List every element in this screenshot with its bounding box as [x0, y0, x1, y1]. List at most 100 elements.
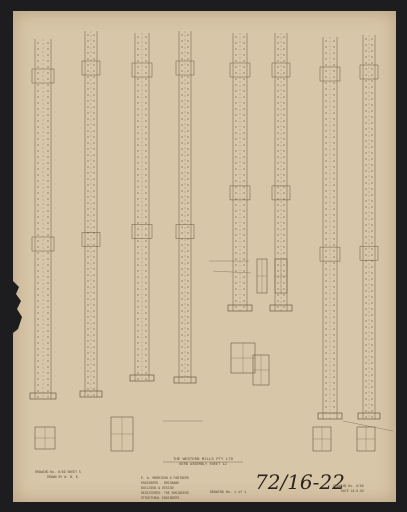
rivet	[181, 142, 183, 144]
rivet	[371, 260, 373, 262]
rivet	[333, 244, 335, 246]
rivet	[37, 84, 39, 86]
rivet	[87, 358, 89, 360]
rivet	[93, 58, 95, 60]
rivet	[137, 324, 139, 326]
rivet	[87, 388, 89, 390]
rivet	[187, 82, 189, 84]
rivet	[365, 98, 367, 100]
rivet	[145, 354, 147, 356]
rivet	[371, 404, 373, 406]
rivet	[365, 242, 367, 244]
rivet	[235, 150, 237, 152]
rivet	[87, 328, 89, 330]
rivet	[93, 76, 95, 78]
rivet	[365, 194, 367, 196]
rivet	[145, 318, 147, 320]
rivet	[145, 150, 147, 152]
rivet	[365, 260, 367, 262]
rivet	[187, 52, 189, 54]
rivet	[145, 234, 147, 236]
rivet	[37, 396, 39, 398]
rivet	[137, 378, 139, 380]
rivet	[365, 110, 367, 112]
rivet	[87, 202, 89, 204]
rivet	[283, 66, 285, 68]
rivet	[37, 168, 39, 170]
rivet	[277, 300, 279, 302]
detail-view	[312, 426, 332, 452]
rivet	[93, 322, 95, 324]
rivet	[37, 132, 39, 134]
rivet	[333, 118, 335, 120]
rivet	[145, 240, 147, 242]
rivet	[333, 106, 335, 108]
rivet	[137, 258, 139, 260]
rivet	[325, 406, 327, 408]
rivet	[47, 174, 49, 176]
rivet	[137, 84, 139, 86]
rivet	[371, 206, 373, 208]
rivet	[93, 352, 95, 354]
rivet	[137, 306, 139, 308]
rivet	[137, 132, 139, 134]
rivet	[47, 288, 49, 290]
rivet	[371, 266, 373, 268]
rivet	[93, 274, 95, 276]
rivet	[371, 356, 373, 358]
rivet	[243, 168, 245, 170]
rivet	[277, 276, 279, 278]
rivet	[87, 334, 89, 336]
rivet	[93, 310, 95, 312]
rivet	[137, 42, 139, 44]
rivet	[93, 94, 95, 96]
rivet	[325, 232, 327, 234]
rivet	[333, 226, 335, 228]
rivet	[93, 118, 95, 120]
rivet	[47, 282, 49, 284]
rivet	[235, 132, 237, 134]
rivet	[145, 120, 147, 122]
rivet	[371, 386, 373, 388]
rivet	[181, 244, 183, 246]
rivet	[243, 180, 245, 182]
rivet	[47, 216, 49, 218]
rivet	[187, 358, 189, 360]
rivet	[277, 114, 279, 116]
rivet	[333, 40, 335, 42]
rivet	[87, 346, 89, 348]
rivet	[365, 380, 367, 382]
splice-plate	[31, 68, 55, 84]
rivet	[365, 302, 367, 304]
rivet	[137, 228, 139, 230]
rivet	[283, 240, 285, 242]
rivet	[243, 288, 245, 290]
rivet	[137, 180, 139, 182]
rivet	[371, 128, 373, 130]
rivet	[365, 374, 367, 376]
drawing-number: DRAWING No. 1 of 1	[210, 490, 247, 495]
rivet	[145, 156, 147, 158]
rivet	[243, 48, 245, 50]
rivet	[243, 144, 245, 146]
rivet	[365, 272, 367, 274]
rivet	[283, 108, 285, 110]
rivet	[235, 78, 237, 80]
rivet	[333, 136, 335, 138]
rivet	[93, 256, 95, 258]
rivet	[371, 176, 373, 178]
rivet	[325, 340, 327, 342]
rivet	[277, 78, 279, 80]
rivet	[235, 228, 237, 230]
rivet	[371, 296, 373, 298]
rivet	[37, 336, 39, 338]
rivet	[47, 330, 49, 332]
rivet	[47, 204, 49, 206]
rivet	[333, 280, 335, 282]
rivet	[277, 48, 279, 50]
rivet	[365, 92, 367, 94]
rivet	[187, 250, 189, 252]
note-line: ENGINEERS - BRISBANE	[141, 481, 179, 485]
rivet	[283, 204, 285, 206]
rivet	[93, 160, 95, 162]
